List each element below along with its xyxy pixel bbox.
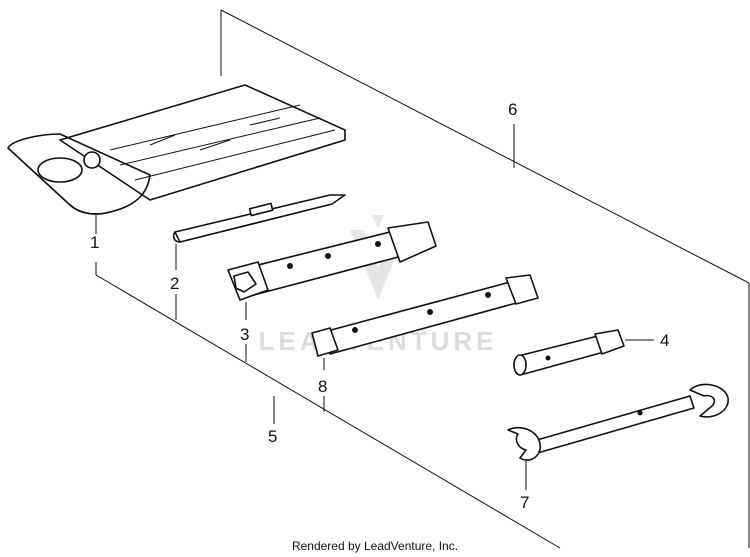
callout-8: 8	[318, 377, 327, 396]
screwdriver	[172, 194, 346, 320]
callout-6: 6	[508, 100, 517, 119]
open-end-wrench	[507, 383, 729, 490]
footer-credit: Rendered by LeadVenture, Inc.	[291, 539, 459, 553]
callout-1: 1	[90, 233, 99, 252]
callout-3: 3	[240, 325, 249, 344]
socket-tool	[513, 329, 654, 376]
box-wrench-long	[311, 274, 539, 412]
box-wrench-large	[227, 221, 437, 362]
assembly-outline	[95, 9, 750, 549]
callout-7: 7	[520, 493, 529, 512]
callout-2: 2	[170, 274, 179, 293]
callout-4: 4	[660, 331, 669, 350]
tool-bag	[7, 84, 346, 234]
callout-5: 5	[268, 427, 277, 446]
